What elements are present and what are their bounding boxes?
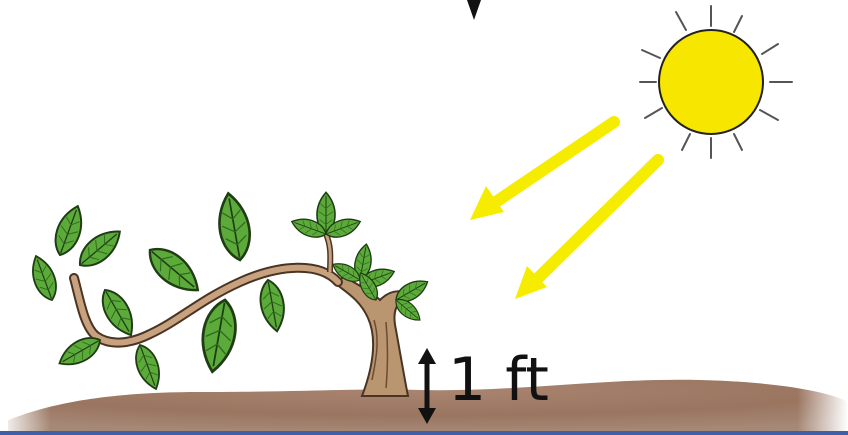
sunlight-arrow-lower <box>515 154 664 299</box>
sun-rays <box>639 5 793 159</box>
sun-icon <box>658 29 764 135</box>
soil-fade <box>0 380 848 435</box>
height-label: 1 ft <box>448 345 549 415</box>
bottom-border <box>0 431 848 435</box>
arrow-down-icon <box>467 0 481 20</box>
double-arrow-vertical-icon <box>418 348 436 424</box>
plant-trunk <box>334 274 410 397</box>
sunlight-arrow-upper <box>470 116 620 220</box>
